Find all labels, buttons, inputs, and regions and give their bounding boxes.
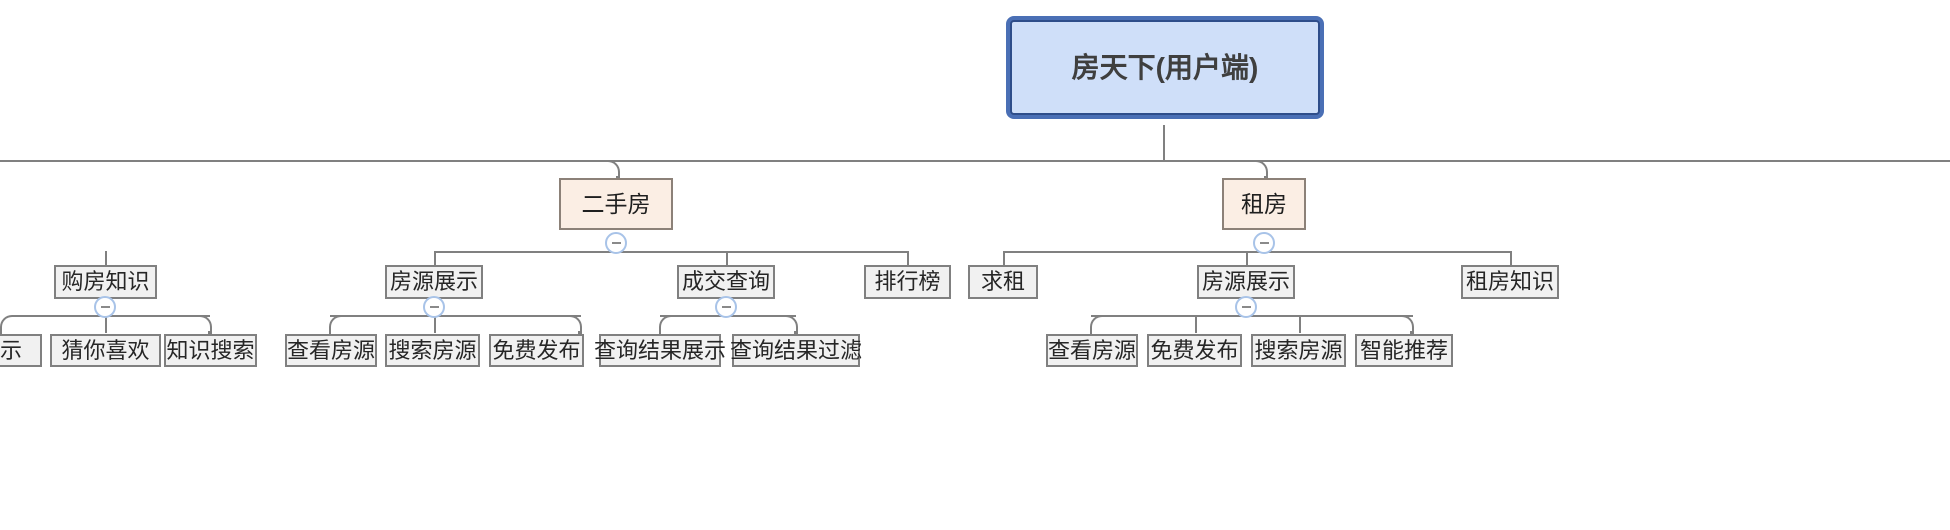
node-zufangzhishi[interactable]: 租房知识 [1461, 265, 1559, 299]
node-mianfeifabu-zufang[interactable]: 免费发布 [1147, 334, 1242, 367]
connector-stem-mianfeifabu-1b [578, 331, 580, 335]
connector-stem-chaxunjieguozhanshi [659, 331, 661, 335]
connector-stem-chakanfangyuan-2b [1090, 331, 1092, 335]
minus-bar [100, 306, 110, 308]
node-cainixihuan[interactable]: 猜你喜欢 [50, 334, 161, 367]
node-goufangzhishi[interactable]: 购房知识 [54, 265, 157, 299]
minus-bar [1241, 306, 1251, 308]
node-sousuofangyuan-ershoufang[interactable]: 搜索房源 [385, 334, 480, 367]
connector-stem-qiuzu [1003, 251, 1005, 266]
node-paihangbang[interactable]: 排行榜 [864, 265, 951, 299]
node-zhishisousuo[interactable]: 知识搜索 [164, 334, 257, 367]
connector-elbow-chaxunjieguozhanshi [659, 315, 683, 335]
connector-elbow-chaxunjieguoguolv [778, 315, 798, 335]
connector-stem-chaxunjieguoguolv [794, 331, 796, 335]
connector-elbow-chakanfangyuan-1 [329, 315, 353, 335]
connector-stem-fangyuanzhanshi-2 [1246, 251, 1248, 266]
node-zhinengtuijian[interactable]: 智能推荐 [1355, 334, 1453, 367]
minus-bar [429, 306, 439, 308]
connector-stem-zhishisousuo [208, 331, 210, 335]
connector-stem-zhinengtuijian-b [1410, 331, 1412, 335]
node-zufang[interactable]: 租房 [1222, 178, 1306, 230]
minus-circle-icon-goufangzhishi[interactable] [94, 296, 116, 318]
connector-elbow-zhanshi [0, 315, 24, 335]
node-qiuzu[interactable]: 求租 [968, 265, 1038, 299]
connector-stem-mianfeifabu-2 [1195, 315, 1197, 333]
node-chengjiaochaxun[interactable]: 成交查询 [677, 265, 775, 299]
connector-stem-paihangbang [907, 251, 909, 266]
connector-stem-cainixihuan [105, 315, 107, 333]
minus-circle-icon-fangyuanzhanshi-zufang[interactable] [1235, 296, 1257, 318]
node-root[interactable]: 房天下(用户端) [1010, 20, 1320, 115]
connector-elbow-zhishisousuo [192, 315, 212, 335]
connector-elbow-zufang [1248, 160, 1268, 180]
node-chaxunjieguoguolv[interactable]: 查询结果过滤 [730, 334, 862, 367]
connector-stem-chengjiaochaxun [726, 251, 728, 266]
connector-stem-sousuofangyuan-2 [1299, 315, 1301, 333]
minus-circle-icon-chengjiaochaxun[interactable] [715, 296, 737, 318]
node-chakanfangyuan-ershoufang[interactable]: 查看房源 [285, 334, 377, 367]
connector-root-stem [1163, 125, 1165, 161]
minus-bar [611, 242, 621, 244]
minus-circle-icon-zufang[interactable] [1253, 232, 1275, 254]
minus-bar [721, 306, 731, 308]
connector-goufangzhishi-bus [20, 315, 210, 317]
node-fangyuanzhanshi-ershoufang[interactable]: 房源展示 [385, 265, 483, 299]
connector-stem-fangyuanzhanshi-1 [434, 251, 436, 266]
connector-elbow-chakanfangyuan-2 [1090, 315, 1114, 335]
node-mianfeifabu-ershoufang[interactable]: 免费发布 [489, 334, 584, 367]
node-fangyuanzhanshi-zufang[interactable]: 房源展示 [1197, 265, 1295, 299]
connector-stem-goufangzhishi [105, 251, 107, 266]
node-zhanshi-clipped[interactable]: 展示 [0, 334, 42, 367]
minus-circle-icon-ershoufang[interactable] [605, 232, 627, 254]
node-chaxunjieguozhanshi[interactable]: 查询结果展示 [594, 334, 726, 367]
connector-stem-sousuofangyuan-1 [434, 315, 436, 333]
connector-elbow-ershoufang [600, 160, 620, 180]
node-ershoufang[interactable]: 二手房 [559, 178, 673, 230]
connector-stem-chakanfangyuan-1b [329, 331, 331, 335]
node-chakanfangyuan-zufang[interactable]: 查看房源 [1046, 334, 1138, 367]
node-sousuofangyuan-zufang[interactable]: 搜索房源 [1251, 334, 1346, 367]
minus-bar [1259, 242, 1269, 244]
connector-elbow-mianfeifabu-1 [562, 315, 582, 335]
minus-circle-icon-fangyuanzhanshi-ershoufang[interactable] [423, 296, 445, 318]
connector-ershoufang-bus [434, 251, 908, 253]
connector-stem-zufangzhishi [1510, 251, 1512, 266]
connector-level2-bus [0, 160, 1950, 162]
connector-fangyuanzhanshi1-bus [330, 315, 581, 317]
connector-elbow-zhinengtuijian [1394, 315, 1414, 335]
